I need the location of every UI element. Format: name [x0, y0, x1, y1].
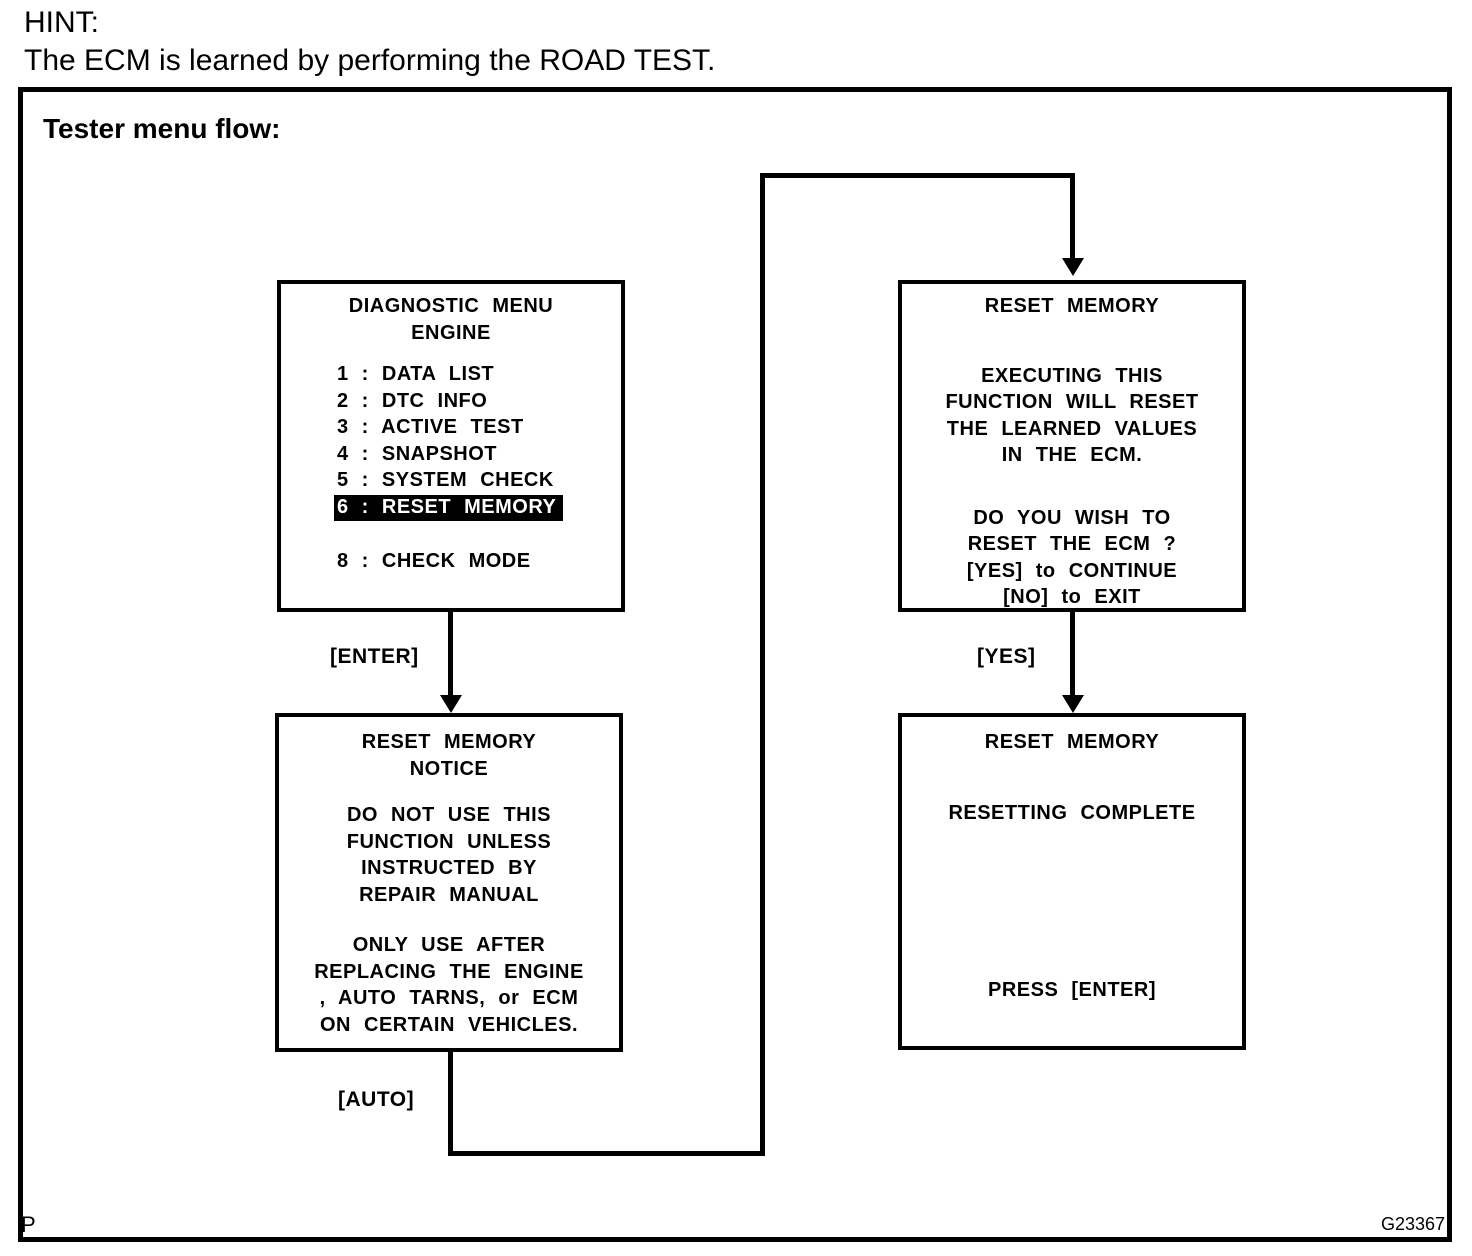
menu-item-check-mode: 8 : CHECK MODE — [337, 549, 531, 572]
message-line: [YES] to CONTINUE — [966, 559, 1178, 582]
message-line: DO NOT USE THIS — [346, 804, 552, 826]
tester-menu-flow-frame — [18, 87, 1452, 1242]
message-line: RESET THE ECM ? — [967, 533, 1177, 555]
message-line: ON CERTAIN VEHICLES. — [319, 1013, 579, 1036]
status-line: RESETTING COMPLETE — [948, 801, 1196, 824]
screen-title-line: RESET MEMORY — [984, 731, 1160, 753]
menu-item-data-list: 1 : DATA LIST — [337, 363, 495, 385]
screen-reset-memory-notice: RESET MEMORY NOTICE DO NOT USE THIS FUNC… — [275, 713, 623, 1052]
message-line: INSTRUCTED BY — [361, 857, 537, 879]
flow-line-auto-top — [760, 173, 1075, 178]
message-line: DO YOU WISH TO — [973, 506, 1171, 529]
arrow-down-icon — [1062, 258, 1084, 276]
message-line: THE LEARNED VALUES — [946, 417, 1198, 440]
message-line: , AUTO TARNS, or ECM — [319, 987, 579, 1009]
diagram-title: Tester menu flow: — [43, 113, 281, 144]
screen-diagnostic-menu: DIAGNOSTIC MENU ENGINE 1 : DATA LIST 2 :… — [277, 280, 625, 612]
screen-title-line: DIAGNOSTIC MENU — [348, 295, 554, 317]
menu-item-active-test: 3 : ACTIVE TEST — [337, 416, 524, 438]
screen-title-line: NOTICE — [409, 757, 489, 780]
screen-title-line: ENGINE — [411, 321, 491, 344]
page-marker: P — [21, 1212, 36, 1237]
menu-item-system-check: 5 : SYSTEM CHECK — [337, 469, 554, 491]
hint-label: HINT: — [24, 6, 99, 39]
screen-reset-memory-confirm: RESET MEMORY EXECUTING THIS FUNCTION WIL… — [898, 280, 1246, 612]
flow-line-auto-drop — [448, 1052, 453, 1156]
prompt-line: PRESS [ENTER] — [988, 979, 1156, 1001]
screen-resetting-complete: RESET MEMORY RESETTING COMPLETE PRESS [E… — [898, 713, 1246, 1050]
auto-key-label: [AUTO] — [338, 1088, 415, 1111]
arrow-down-icon — [1062, 695, 1084, 713]
yes-key-label: [YES] — [977, 645, 1036, 668]
flow-line-auto-entry — [1070, 173, 1075, 259]
message-line: REPAIR MANUAL — [359, 883, 539, 906]
flow-line-auto-riser — [760, 173, 765, 1156]
message-line: [NO] to EXIT — [1003, 586, 1141, 608]
enter-key-label: [ENTER] — [330, 645, 419, 668]
screen-title-line: RESET MEMORY — [984, 295, 1160, 317]
message-line: EXECUTING THIS — [981, 364, 1163, 387]
menu-item-dtc-info: 2 : DTC INFO — [337, 389, 488, 412]
arrow-down-icon — [440, 695, 462, 713]
message-line: REPLACING THE ENGINE — [314, 960, 584, 983]
message-line: IN THE ECM. — [1001, 444, 1143, 466]
screen-title-line: RESET MEMORY — [361, 731, 537, 753]
hint-text: The ECM is learned by performing the ROA… — [24, 44, 716, 77]
menu-spacer — [337, 521, 621, 548]
flow-line-enter — [448, 612, 453, 697]
message-line: ONLY USE AFTER — [352, 934, 546, 956]
menu-item-reset-memory: 6 : RESET MEMORY — [334, 494, 621, 521]
flow-line-auto-bottom — [448, 1151, 765, 1156]
message-line: FUNCTION UNLESS — [346, 830, 552, 853]
figure-code: G23367 — [1381, 1214, 1446, 1234]
flow-line-yes — [1070, 612, 1075, 697]
selected-menu-item-highlight: 6 : RESET MEMORY — [334, 494, 564, 521]
message-line: FUNCTION WILL RESET — [945, 391, 1199, 413]
diagnostic-menu-list: 1 : DATA LIST 2 : DTC INFO 3 : ACTIVE TE… — [281, 361, 621, 574]
menu-item-snapshot: 4 : SNAPSHOT — [337, 442, 498, 465]
